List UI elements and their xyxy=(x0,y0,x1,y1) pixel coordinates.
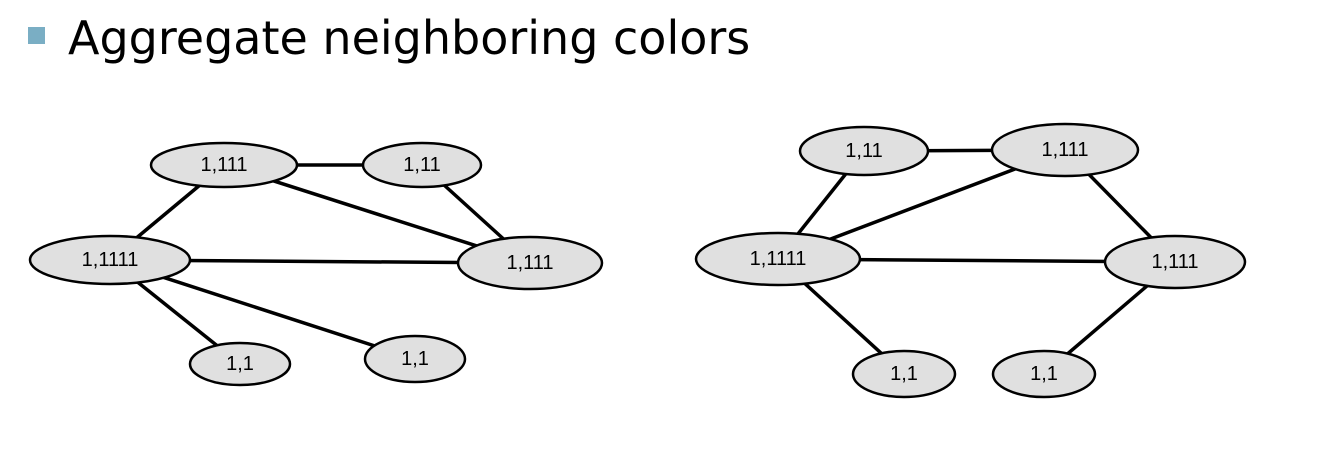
node-label: 1,111 xyxy=(506,252,553,274)
bullet-marker xyxy=(28,27,45,44)
node-label: 1,111 xyxy=(200,154,247,176)
node-label: 1,1111 xyxy=(750,248,807,270)
node-label: 1,11 xyxy=(845,140,882,162)
graph-node: 1,11 xyxy=(361,141,483,189)
graph-node: 1,111 xyxy=(990,122,1140,178)
right-graph: 1,11 1,111 1,1111 1,111 1,1 1,1 xyxy=(694,122,1247,399)
graph-node: 1,1 xyxy=(363,334,467,384)
node-label: 1,111 xyxy=(1151,251,1198,273)
graph-node: 1,1 xyxy=(188,341,292,387)
graph-node: 1,1111 xyxy=(694,231,862,287)
graph-node: 1,1111 xyxy=(28,234,192,286)
node-label: 1,1 xyxy=(226,353,254,375)
node-label: 1,1 xyxy=(401,348,429,370)
graph-node: 1,111 xyxy=(1103,234,1247,290)
graph-node: 1,111 xyxy=(456,235,604,291)
graph-node: 1,11 xyxy=(798,125,930,177)
slide-title: Aggregate neighboring colors xyxy=(68,11,751,65)
node-label: 1,1111 xyxy=(82,249,139,271)
left-graph: 1,111 1,11 1,1111 1,111 1,1 1,1 xyxy=(28,141,604,387)
graph-node: 1,1 xyxy=(851,349,957,399)
node-label: 1,111 xyxy=(1041,139,1088,161)
node-label: 1,11 xyxy=(403,154,440,176)
node-label: 1,1 xyxy=(890,363,918,385)
node-label: 1,1 xyxy=(1030,363,1058,385)
graph-node: 1,1 xyxy=(991,349,1097,399)
graph-node: 1,111 xyxy=(149,141,299,189)
